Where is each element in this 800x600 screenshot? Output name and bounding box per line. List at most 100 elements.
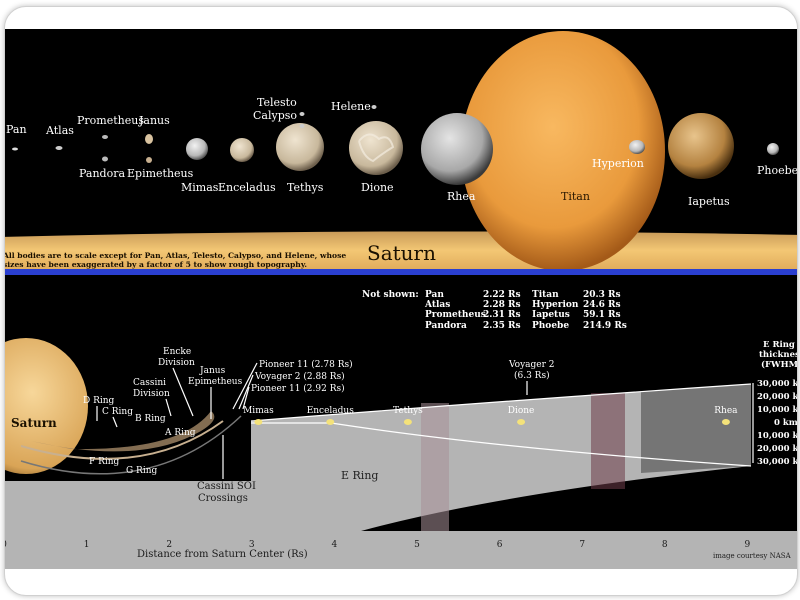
label-hyperion: Hyperion: [592, 157, 644, 170]
tethys-body: [276, 123, 324, 171]
ns-name-pan: Pan: [425, 290, 444, 300]
label-enceladus: Enceladus: [218, 181, 276, 194]
label-prometheus: Prometheus: [77, 114, 144, 127]
x-tick-2: 2: [166, 540, 172, 550]
panel-divider: [5, 269, 797, 275]
enceladus-body: [230, 138, 254, 162]
annotation-arrows: [96, 362, 528, 428]
label-janus: Janus: [138, 114, 170, 127]
axis-moon-label-mimas: Mimas: [243, 406, 274, 416]
not-shown-table: Not shown: Pan 2.22 Rs Atlas 2.28 Rs Pro…: [362, 290, 627, 331]
f-ring-arc: [20, 415, 242, 475]
hyperion-body: [629, 140, 645, 154]
label-rhea: Rhea: [447, 190, 476, 203]
cassini-label-1: Cassini: [133, 378, 166, 388]
ns-name-atlas: Atlas: [424, 300, 450, 310]
label-mimas: Mimas: [181, 181, 219, 194]
calypso-body: [299, 124, 305, 128]
atlas-body: [55, 146, 63, 150]
e-ring-band-7rs: [591, 393, 625, 489]
thickness-scale: E Ring thickness (FWHM) 30,000 km 20,000…: [757, 340, 798, 467]
label-c-ring: C Ring: [102, 407, 133, 417]
x-tick-5: 5: [414, 540, 420, 550]
axis-moon-tethys: [403, 419, 412, 425]
rhea-body: [421, 113, 493, 185]
label-epimetheus: Epimetheus: [127, 167, 194, 180]
ns-dist-prometheus: 2.31 Rs: [483, 310, 521, 320]
e-ring-upper-edge: [250, 383, 752, 422]
label-g-ring: G Ring: [126, 466, 158, 476]
scale-note-line1: All bodies are to scale except for Pan, …: [4, 251, 346, 260]
thickness-title-3: (FWHM): [761, 359, 798, 370]
thickness-tick-2: 10,000 km: [757, 405, 798, 415]
label-iapetus: Iapetus: [688, 195, 730, 208]
pioneer11-b-label: Pioneer 11 (2.92 Rs): [251, 383, 345, 394]
thickness-title-1: E Ring: [763, 340, 795, 350]
label-telesto: Telesto: [257, 96, 297, 109]
x-axis-label: Distance from Saturn Center (Rs): [137, 549, 308, 560]
thickness-tick-5: 20,000 km: [757, 444, 798, 454]
helene-body: [371, 105, 377, 109]
axis-moon-mimas: [254, 419, 263, 425]
janus-body: [145, 134, 153, 144]
label-tethys: Tethys: [287, 181, 324, 194]
label-pan: Pan: [6, 123, 27, 136]
pan-body: [12, 147, 18, 151]
pandora-body: [102, 156, 108, 162]
axis-band: [5, 531, 797, 569]
axis-moon-label-enceladus: Enceladus: [307, 406, 355, 416]
ns-name-titan: Titan: [532, 290, 559, 300]
epimetheus-body: [146, 157, 152, 163]
slide-frame: Pan Atlas Prometheus Pandora Janus Epime…: [4, 6, 798, 596]
ns-dist-phoebe: 214.9 Rs: [583, 321, 627, 331]
thickness-tick-6: 30,000 km: [757, 457, 798, 467]
cassini-label-2: Division: [133, 389, 170, 399]
a-ring-arc: [20, 420, 224, 460]
label-phoebe: Phoebe: [757, 164, 798, 177]
e-ring-fade: [641, 384, 751, 473]
ns-dist-titan: 20.3 Rs: [583, 290, 621, 300]
e-ring-band-5rs: [421, 403, 449, 531]
encke-label-1: Encke: [163, 347, 191, 357]
x-tick-3: 3: [249, 540, 255, 550]
axis-moon-dione: [517, 419, 526, 425]
axis-moon-label-dione: Dione: [508, 406, 535, 416]
thickness-tick-3: 0 km: [774, 418, 798, 428]
thickness-title-2: thickness: [759, 350, 798, 360]
x-axis-ticks: 0123456789: [4, 540, 751, 550]
saturn-ring-diagram-body: [5, 338, 88, 474]
slide: Pan Atlas Prometheus Pandora Janus Epime…: [4, 7, 798, 595]
janus-epi-label-1: Janus: [199, 366, 226, 376]
titan-body: [461, 31, 665, 271]
label-a-ring: A Ring: [164, 428, 196, 438]
label-helene: Helene: [331, 100, 371, 113]
ns-name-phoebe: Phoebe: [532, 321, 569, 331]
label-e-ring: E Ring: [341, 469, 378, 482]
ns-name-pandora: Pandora: [425, 321, 467, 331]
saturn-title: Saturn: [367, 241, 436, 265]
x-tick-9: 9: [745, 540, 751, 550]
soi-label-1: Cassini SOI: [197, 481, 256, 492]
encke-label-2: Division: [158, 358, 195, 368]
thickness-tick-0: 30,000 km: [757, 379, 798, 389]
axis-moon-label-rhea: Rhea: [714, 406, 738, 416]
telesto-body: [299, 112, 305, 116]
pioneer11-a-label: Pioneer 11 (2.78 Rs): [259, 359, 353, 370]
scale-note-line2: sizes have been exaggerated by a factor …: [4, 260, 307, 269]
label-d-ring: D Ring: [83, 396, 115, 406]
main-rings: [31, 411, 215, 452]
axis-moon-enceladus: [326, 419, 335, 425]
voyager2-b-label-2: (6.3 Rs): [514, 370, 550, 381]
x-tick-0: 0: [4, 540, 7, 550]
dione-body: [349, 121, 403, 175]
ns-dist-pandora: 2.35 Rs: [483, 321, 521, 331]
ns-name-iapetus: Iapetus: [532, 310, 570, 320]
soi-label-2: Crossings: [198, 493, 248, 504]
voyager2-a-label: Voyager 2 (2.88 Rs): [254, 371, 345, 382]
mimas-body: [186, 138, 208, 160]
voyager2-b-label-1: Voyager 2: [508, 360, 555, 370]
label-titan: Titan: [561, 190, 590, 203]
axis-moon-rhea: [721, 419, 730, 425]
ns-name-hyperion: Hyperion: [532, 300, 579, 310]
